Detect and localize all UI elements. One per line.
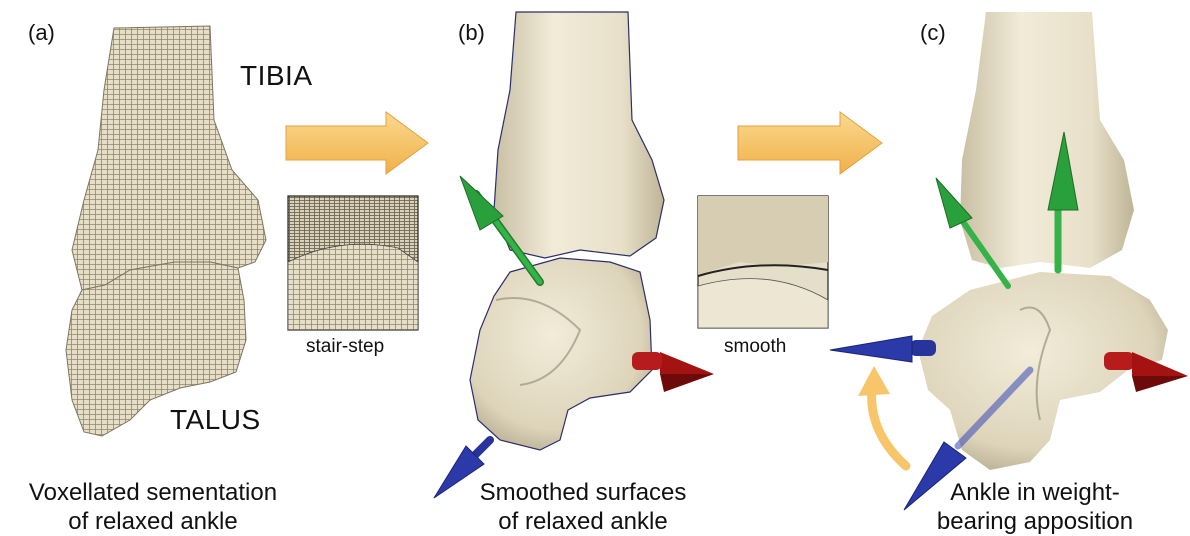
caption-a: Voxellated sementation of relaxed ankle [8, 478, 298, 536]
stair-step-inset [288, 196, 418, 330]
stair-step-label: stair-step [306, 336, 384, 358]
caption-a-line1: Voxellated sementation [8, 478, 298, 507]
caption-b-line1: Smoothed surfaces [448, 478, 718, 507]
voxel-tibia [72, 26, 266, 290]
caption-a-line2: of relaxed ankle [8, 507, 298, 536]
talus-label: TALUS [170, 404, 261, 436]
weightbearing-talus [918, 272, 1168, 470]
caption-c-line1: Ankle in weight- [910, 478, 1160, 507]
process-arrow-2 [738, 112, 882, 174]
caption-c: Ankle in weight- bearing apposition [910, 478, 1160, 536]
tibia-label: TIBIA [240, 60, 313, 92]
smooth-label: smooth [724, 336, 786, 358]
weightbearing-tibia [960, 12, 1134, 268]
caption-c-line2: bearing apposition [910, 507, 1160, 536]
smooth-tibia [494, 12, 664, 258]
process-arrow-1 [286, 112, 428, 174]
smooth-talus [470, 258, 652, 450]
caption-b-line2: of relaxed ankle [448, 507, 718, 536]
smooth-inset [698, 196, 828, 328]
rotation-arrow [858, 366, 906, 466]
caption-b: Smoothed surfaces of relaxed ankle [448, 478, 718, 536]
